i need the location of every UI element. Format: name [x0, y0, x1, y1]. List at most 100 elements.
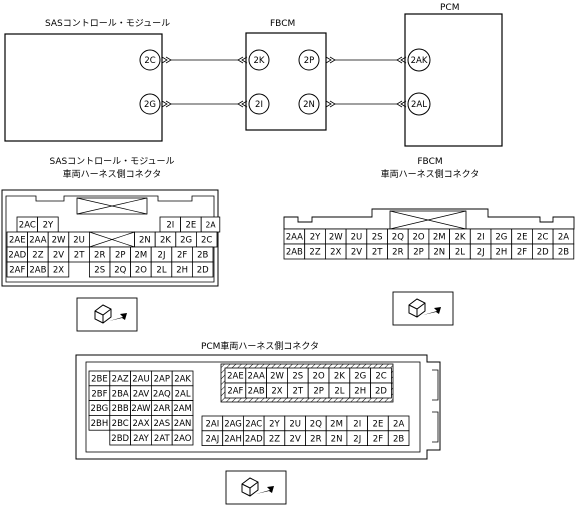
pin-cell: 2D: [370, 382, 392, 399]
pin-label: 2J: [353, 434, 361, 444]
pin-label: 2B: [197, 251, 208, 261]
pin-label: 2G: [495, 233, 507, 243]
pin-cell: 2AU: [130, 370, 152, 387]
connector-view-icon: [225, 470, 287, 505]
pin-label: 2AH: [224, 434, 242, 444]
pin-cell: 2T: [286, 382, 309, 399]
pin-cell: 2V: [345, 243, 368, 260]
pin-label: 2G: [180, 236, 192, 246]
pin-label: 2AV: [133, 389, 150, 399]
pin-cell: 2BG: [88, 400, 111, 416]
pin-label: 2U: [73, 236, 85, 246]
pcm-pin-2ak: 2AK: [407, 48, 431, 72]
pin-cell: 2G: [490, 228, 513, 245]
pin-label: 2J: [477, 248, 485, 258]
pin-cell: 2G: [175, 231, 197, 248]
pin-cell: 2Z: [263, 430, 286, 446]
svg-text:2I: 2I: [255, 100, 263, 110]
pin-cell: 2AS: [150, 414, 173, 431]
pin-cell: 2P: [407, 243, 430, 260]
sas-connector-subtitle: 車両ハーネス側コネクタ: [63, 168, 162, 180]
pin-cell: 2Q: [109, 261, 132, 278]
pin-label: 2O: [135, 266, 147, 276]
pin-cell: 2C: [195, 231, 218, 248]
pin-cell: 2BH: [88, 414, 111, 431]
pin-label: 2A: [393, 420, 404, 430]
svg-text:2G: 2G: [144, 100, 156, 110]
svg-text:2C: 2C: [144, 56, 155, 66]
pin-cell: 2AX: [130, 414, 152, 431]
pin-label: 2AB: [29, 266, 46, 276]
pin-label: 2C: [201, 236, 212, 246]
pin-cell: 2M: [325, 415, 348, 432]
pin-cell: 2I: [346, 415, 368, 432]
pin-label: 2I: [353, 420, 361, 430]
pin-label: 2K: [334, 372, 345, 382]
pin-cell: 2BC: [109, 414, 132, 431]
pin-label: 2H: [495, 248, 507, 258]
pin-label: 2AU: [132, 375, 149, 385]
pin-label: 2AT: [154, 434, 171, 444]
pin-cell: 2W: [266, 367, 288, 384]
pin-label: 2Y: [43, 221, 54, 231]
pin-cell: 2BD: [109, 429, 132, 446]
pin-label: 2N: [331, 434, 343, 444]
pin-label: 2Y: [310, 233, 321, 243]
pin-cell: 2AF: [6, 261, 29, 278]
fbcm-module-box: [245, 32, 327, 131]
pin-label: 2G: [354, 372, 366, 382]
pin-cell: 2AJ: [201, 430, 224, 446]
pin-cell: 2A: [200, 216, 221, 233]
pin-label: 2C: [537, 233, 548, 243]
pin-label: 2AB: [286, 248, 303, 258]
wire-sas-fbcm-upper: [161, 56, 248, 64]
pin-label: 2AE: [9, 236, 26, 246]
pin-label: 2R: [94, 251, 105, 261]
pin-cell: 2AW: [130, 400, 152, 416]
pin-label: 2O: [412, 233, 424, 243]
pin-cell: 2E: [367, 415, 389, 432]
pin-cell: 2M: [130, 246, 152, 263]
pin-cell: 2H: [490, 243, 513, 260]
pin-label: 2AZ: [112, 375, 129, 385]
pin-cell: 2G: [349, 367, 371, 384]
pin-label: 2BC: [112, 419, 129, 429]
pin-cell: 2BF: [88, 385, 111, 401]
pin-label: 2A: [205, 221, 216, 230]
pin-label: 2S: [292, 372, 303, 382]
pin-label: 2R: [392, 248, 403, 258]
pin-cell: 2A: [552, 228, 575, 245]
pin-cell: 2F: [511, 243, 533, 260]
pin-label: 2AL: [175, 389, 191, 399]
sas-pin-2c: 2C: [139, 49, 161, 71]
pin-cell: 2Y: [304, 228, 326, 245]
pin-label: 2V: [290, 434, 301, 444]
pin-cell: 2AG: [222, 415, 244, 432]
pin-cell: 2O: [130, 261, 152, 278]
pin-label: 2AQ: [153, 389, 171, 399]
pin-label: 2S: [94, 266, 105, 276]
pin-label: 2V: [351, 248, 362, 258]
pin-cell: 2N: [428, 243, 450, 260]
pin-label: 2L: [455, 248, 465, 258]
fbcm-lock-block: [389, 210, 467, 230]
pin-cell: 2E: [180, 216, 202, 233]
pin-label: 2AB: [248, 387, 265, 397]
pin-cell: 2BB: [109, 400, 132, 416]
connector-view-icon: [392, 291, 454, 326]
pin-cell: 2O: [307, 367, 330, 384]
pin-label: 2K: [454, 233, 465, 243]
pin-cell: 2K: [328, 367, 351, 384]
pin-label: 2Q: [392, 233, 404, 243]
pin-label: 2M: [330, 420, 343, 430]
pin-label: 2Y: [269, 420, 280, 430]
pin-cell: 2L: [150, 261, 173, 278]
pin-label: 2BH: [91, 419, 109, 429]
pin-cell: 2J: [469, 243, 492, 260]
pin-label: 2W: [270, 372, 284, 382]
wire-sas-fbcm-lower: [161, 100, 248, 108]
pin-label: 2M: [135, 251, 148, 261]
